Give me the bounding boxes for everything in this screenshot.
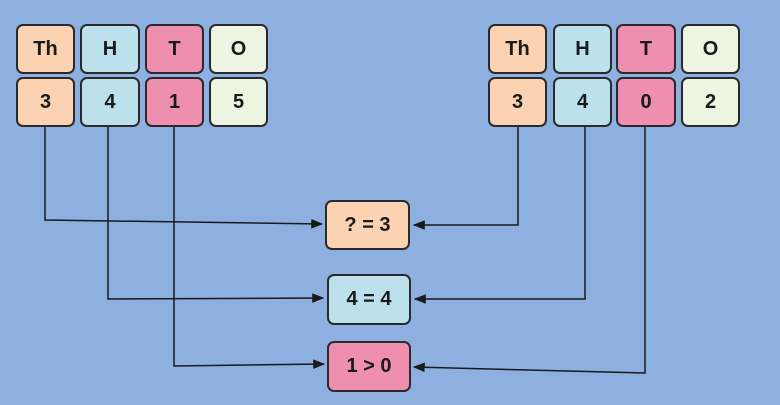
left-header-ones: O (209, 24, 268, 74)
left-digit-hundreds: 4 (80, 77, 140, 127)
arrow-right-tens (412, 127, 646, 374)
left-header-hundreds: H (80, 24, 140, 74)
right-digit-tens: 0 (616, 77, 676, 127)
comparison-tens: 1 > 0 (327, 341, 411, 392)
comparison-hundreds: 4 = 4 (327, 274, 411, 325)
left-header-thousands: Th (16, 24, 75, 74)
right-digit-ones: 2 (681, 77, 740, 127)
comparison-thousands: ? = 3 (325, 200, 410, 250)
left-digit-ones: 5 (209, 77, 268, 127)
arrow-left-tens (173, 127, 326, 369)
arrow-right-thousands (412, 127, 519, 230)
right-header-thousands: Th (488, 24, 547, 74)
arrow-right-hundreds (413, 127, 586, 304)
right-digit-hundreds: 4 (553, 77, 612, 127)
arrow-left-hundreds (107, 127, 325, 303)
left-digit-thousands: 3 (16, 77, 75, 127)
left-digit-tens: 1 (145, 77, 204, 127)
right-digit-thousands: 3 (488, 77, 547, 127)
right-header-tens: T (616, 24, 676, 74)
right-header-ones: O (681, 24, 740, 74)
left-header-tens: T (145, 24, 204, 74)
arrow-left-thousands (44, 127, 324, 229)
right-header-hundreds: H (553, 24, 612, 74)
